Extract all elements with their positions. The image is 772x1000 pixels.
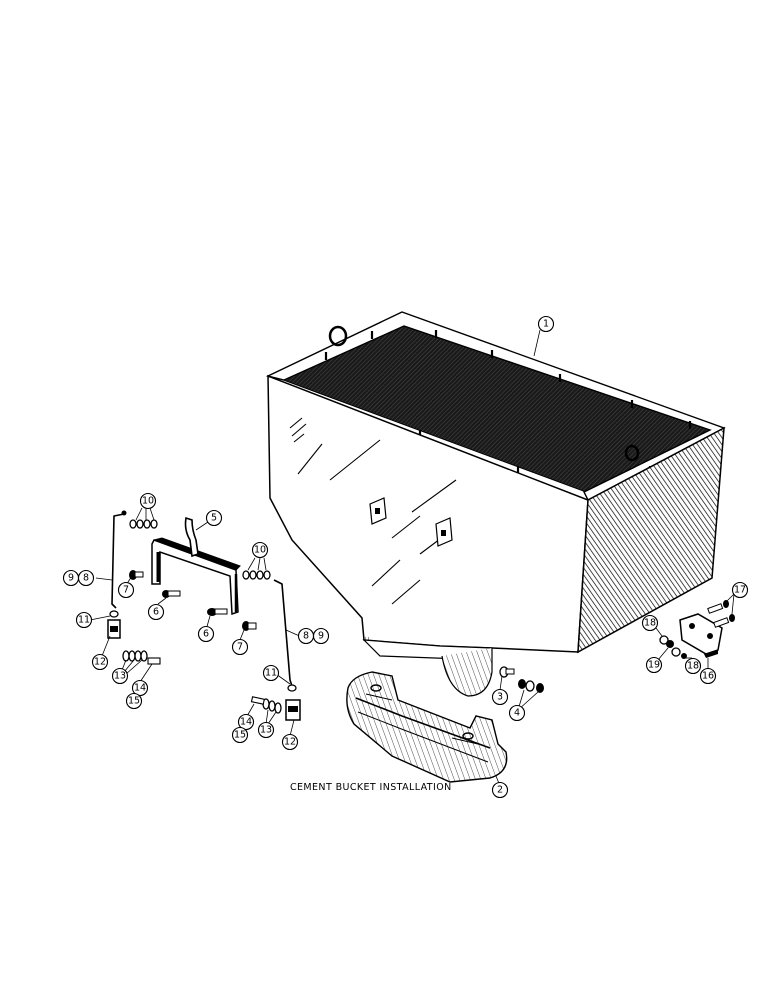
nuts-left-10	[129, 519, 158, 529]
bucket-spout	[441, 648, 493, 697]
svg-text:8: 8	[303, 631, 309, 642]
svg-text:13: 13	[114, 671, 126, 682]
svg-text:3: 3	[497, 692, 503, 703]
callout-13-right: 13	[257, 721, 275, 739]
callout-15-right: 15	[231, 726, 249, 744]
callout-9-left: 9	[62, 569, 80, 587]
washers-left-13	[122, 650, 148, 662]
svg-text:11: 11	[265, 668, 277, 679]
linkage-left	[107, 510, 161, 665]
callout-5: 5	[205, 509, 223, 527]
callout-18-left: 18	[641, 614, 659, 632]
bolt-6-center	[207, 608, 228, 616]
callout-6-left: 6	[147, 603, 165, 621]
svg-text:16: 16	[702, 671, 714, 682]
callout-8-right: 8	[297, 627, 315, 645]
svg-text:7: 7	[237, 642, 243, 653]
svg-text:10: 10	[142, 496, 154, 507]
nuts-right-10	[242, 570, 271, 580]
callout-19: 19	[645, 656, 663, 674]
bucket-side-face	[577, 426, 725, 654]
callout-18-right: 18	[684, 657, 702, 675]
callout-8-left: 8	[77, 569, 95, 587]
svg-text:4: 4	[514, 708, 520, 719]
svg-text:2: 2	[497, 785, 503, 796]
callout-4: 4	[508, 704, 526, 722]
svg-text:12: 12	[284, 737, 296, 748]
svg-text:12: 12	[94, 657, 106, 668]
callout-6-right: 6	[197, 625, 215, 643]
svg-text:19: 19	[648, 660, 660, 671]
callout-3: 3	[491, 688, 509, 706]
bracket-16-assembly	[659, 600, 735, 659]
svg-text:15: 15	[128, 696, 140, 707]
lifting-ring-right	[624, 444, 640, 462]
svg-text:10: 10	[254, 545, 266, 556]
svg-text:1: 1	[543, 319, 549, 330]
mount-bracket-5	[151, 516, 241, 616]
callout-9-right: 9	[312, 627, 330, 645]
callout-17: 17	[731, 581, 749, 599]
rod-right	[273, 579, 293, 687]
clevis-left-12	[107, 619, 121, 639]
callout-12-left: 12	[91, 653, 109, 671]
callout-14-left: 14	[131, 679, 149, 697]
leader-lines	[89, 329, 735, 787]
bolt-left-7	[129, 570, 144, 580]
washers-right-13	[262, 698, 282, 714]
svg-text:ᴵ ᴵ: ᴵ ᴵ	[365, 636, 370, 644]
svg-text:18: 18	[687, 661, 699, 672]
svg-text:7: 7	[123, 585, 129, 596]
svg-text:14: 14	[240, 717, 252, 728]
svg-text:9: 9	[68, 573, 74, 584]
bolt-right-7	[242, 621, 257, 631]
lifting-ring-left	[328, 325, 348, 347]
callout-11-right: 11	[262, 664, 280, 682]
svg-text:13: 13	[260, 725, 272, 736]
svg-text:5: 5	[211, 513, 217, 524]
callout-7-left: 7	[117, 581, 135, 599]
svg-text:6: 6	[203, 629, 209, 640]
callout-1: 1	[537, 315, 555, 333]
svg-text:17: 17	[734, 585, 746, 596]
callout-15-left: 15	[125, 692, 143, 710]
bucket-rim	[265, 311, 726, 501]
rod-left	[111, 513, 125, 609]
callout-14-right: 14	[237, 713, 255, 731]
svg-text:9: 9	[318, 631, 324, 642]
callout-7-right: 7	[231, 638, 249, 656]
svg-text:18: 18	[644, 618, 656, 629]
bolt-6-left	[162, 590, 181, 598]
callout-13-left: 13	[111, 667, 129, 685]
callout-16: 16	[699, 667, 717, 685]
callout-11-left: 11	[75, 611, 93, 629]
callout-10-left: 10	[139, 492, 157, 510]
svg-text:11: 11	[78, 615, 90, 626]
linkage-right	[242, 570, 301, 721]
svg-text:8: 8	[83, 573, 89, 584]
diagram-caption: CEMENT BUCKET INSTALLATION	[290, 782, 452, 793]
callout-10-right: 10	[251, 541, 269, 559]
callout-12-right: 12	[281, 733, 299, 751]
hardware-3-4	[499, 666, 544, 693]
discharge-chute	[346, 671, 508, 783]
svg-text:14: 14	[134, 683, 146, 694]
clevis-right-12	[285, 699, 301, 721]
callout-2: 2	[491, 781, 509, 799]
svg-text:15: 15	[234, 730, 246, 741]
cement-bucket: ᴵ ᴵ	[265, 311, 726, 697]
svg-text:6: 6	[153, 607, 159, 618]
